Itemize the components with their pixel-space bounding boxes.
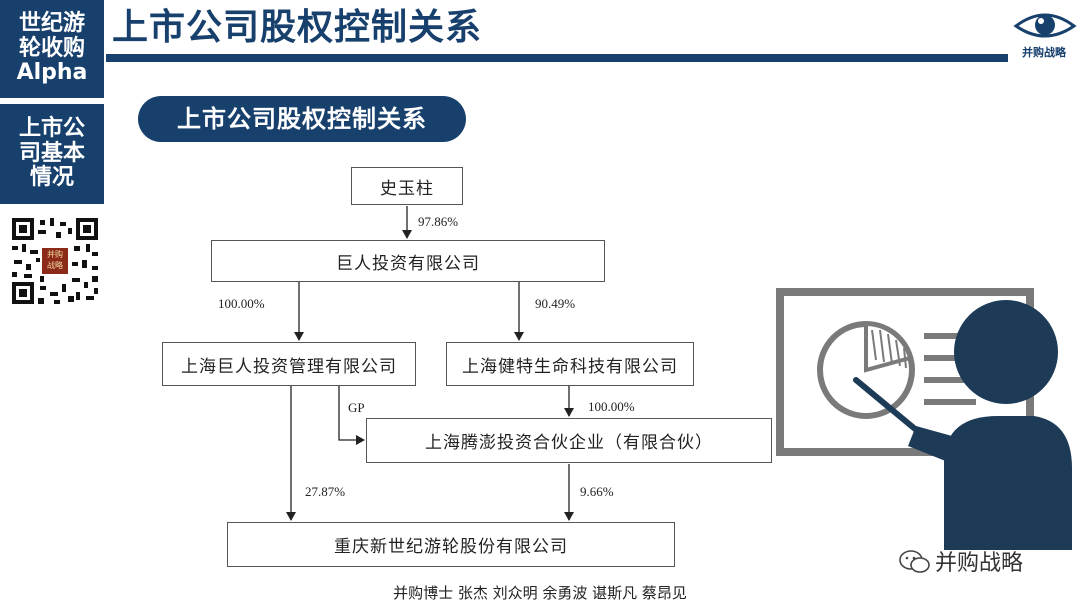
node-shanghai-jiante: 上海健特生命科技有限公司 — [446, 342, 694, 386]
sidebar-block-alpha-label: 世纪游 轮收购 Alpha — [16, 11, 88, 86]
node-shanghai-juren: 上海巨人投资管理有限公司 — [162, 342, 416, 386]
label-shjuren-cq: 27.87% — [305, 484, 346, 499]
presenter-illustration — [776, 288, 1076, 558]
label-tengpeng-cq: 9.66% — [580, 484, 614, 499]
eye-icon — [1013, 13, 1077, 38]
label-juren-jiante: 90.49% — [535, 296, 576, 311]
label-jiante-tengpeng: 100.00% — [588, 399, 635, 414]
qr-badge: 并购 战略 — [47, 250, 63, 270]
sidebar-block-basic-info-label: 上市公 司基本 情况 — [18, 116, 85, 191]
node-juren-investment: 巨人投资有限公司 — [211, 240, 605, 282]
qr-code: 并购 战略 — [10, 216, 100, 306]
node-chongqing-xinshiji: 重庆新世纪游轮股份有限公司 — [227, 522, 675, 567]
watermark-text: 并购战略 — [935, 551, 1024, 576]
brand-logo-label: 并购战略 — [1022, 46, 1066, 59]
presenter-icon — [776, 288, 1072, 550]
node-shanghai-tengpeng: 上海腾澎投资合伙企业（有限合伙） — [366, 418, 772, 463]
node-shi-yuzhu: 史玉柱 — [351, 167, 463, 205]
title-underline — [106, 54, 1008, 62]
page-title: 上市公司股权控制关系 — [112, 7, 483, 48]
sidebar-block-alpha: 世纪游 轮收购 Alpha — [0, 0, 104, 98]
label-juren-shjuren: 100.00% — [218, 296, 265, 311]
label-gp: GP — [348, 400, 365, 415]
author-credits: 并购博士 张杰 刘众明 余勇波 谌斯凡 蔡昂见 — [393, 584, 687, 602]
sidebar-block-basic-info: 上市公 司基本 情况 — [0, 104, 104, 204]
label-shi-juren: 97.86% — [418, 214, 459, 229]
qr-code-graphic — [10, 216, 100, 306]
edge-gp — [338, 386, 365, 445]
brand-logo — [1010, 6, 1080, 46]
section-heading: 上市公司股权控制关系 — [138, 96, 466, 142]
wechat-icon — [898, 548, 932, 576]
